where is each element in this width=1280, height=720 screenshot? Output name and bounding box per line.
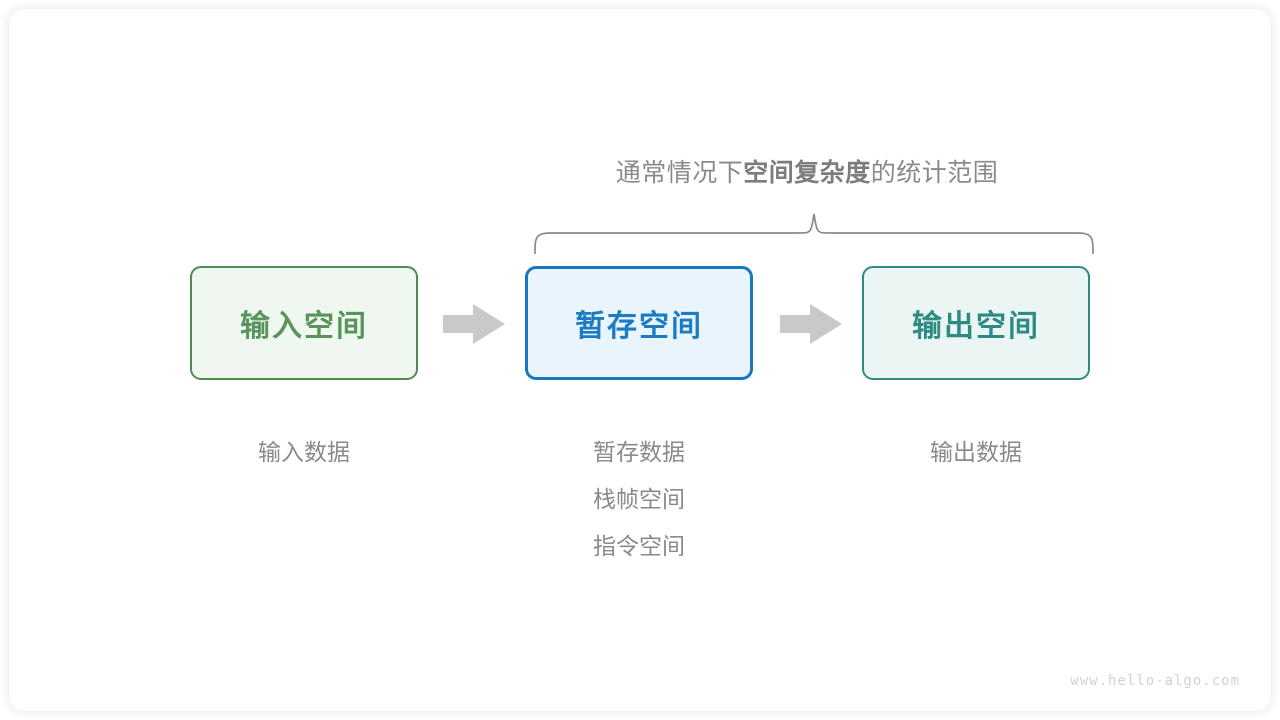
box-output-space-label: 输出空间 [912,310,1040,343]
captions-temp: 暂存数据 栈帧空间 指令空间 [525,429,753,570]
arrow-right-icon [443,304,505,344]
caption-line: 输入数据 [258,439,350,465]
caption-line: 指令空间 [593,533,685,559]
diagram-canvas: 通常情况下空间复杂度的统计范围 输入空间 暂存空间 输出空间 输入数据 [9,9,1271,711]
caption-line: 栈帧空间 [593,486,685,512]
arrow-right-icon [780,304,842,344]
box-output-space[interactable]: 输出空间 [862,266,1090,380]
brace-caption-text: 通常情况下空间复杂度的统计范围 [616,153,999,189]
watermark: www.hello-algo.com [1070,673,1240,689]
captions-output: 输出数据 [862,429,1090,476]
curly-brace-icon [534,213,1094,254]
slide-frame: 通常情况下空间复杂度的统计范围 输入空间 暂存空间 输出空间 输入数据 [9,9,1271,711]
captions-input: 输入数据 [190,429,418,476]
box-temp-space[interactable]: 暂存空间 [525,266,753,380]
brace-caption-prefix: 通常情况下 [615,159,744,187]
brace-caption-emphasis: 空间复杂度 [743,159,871,187]
caption-line: 输出数据 [930,439,1022,465]
box-input-space-label: 输入空间 [240,310,368,343]
brace-caption-suffix: 的统计范围 [870,159,999,187]
box-input-space[interactable]: 输入空间 [190,266,418,380]
caption-line: 暂存数据 [593,439,685,465]
box-temp-space-label: 暂存空间 [575,310,703,343]
